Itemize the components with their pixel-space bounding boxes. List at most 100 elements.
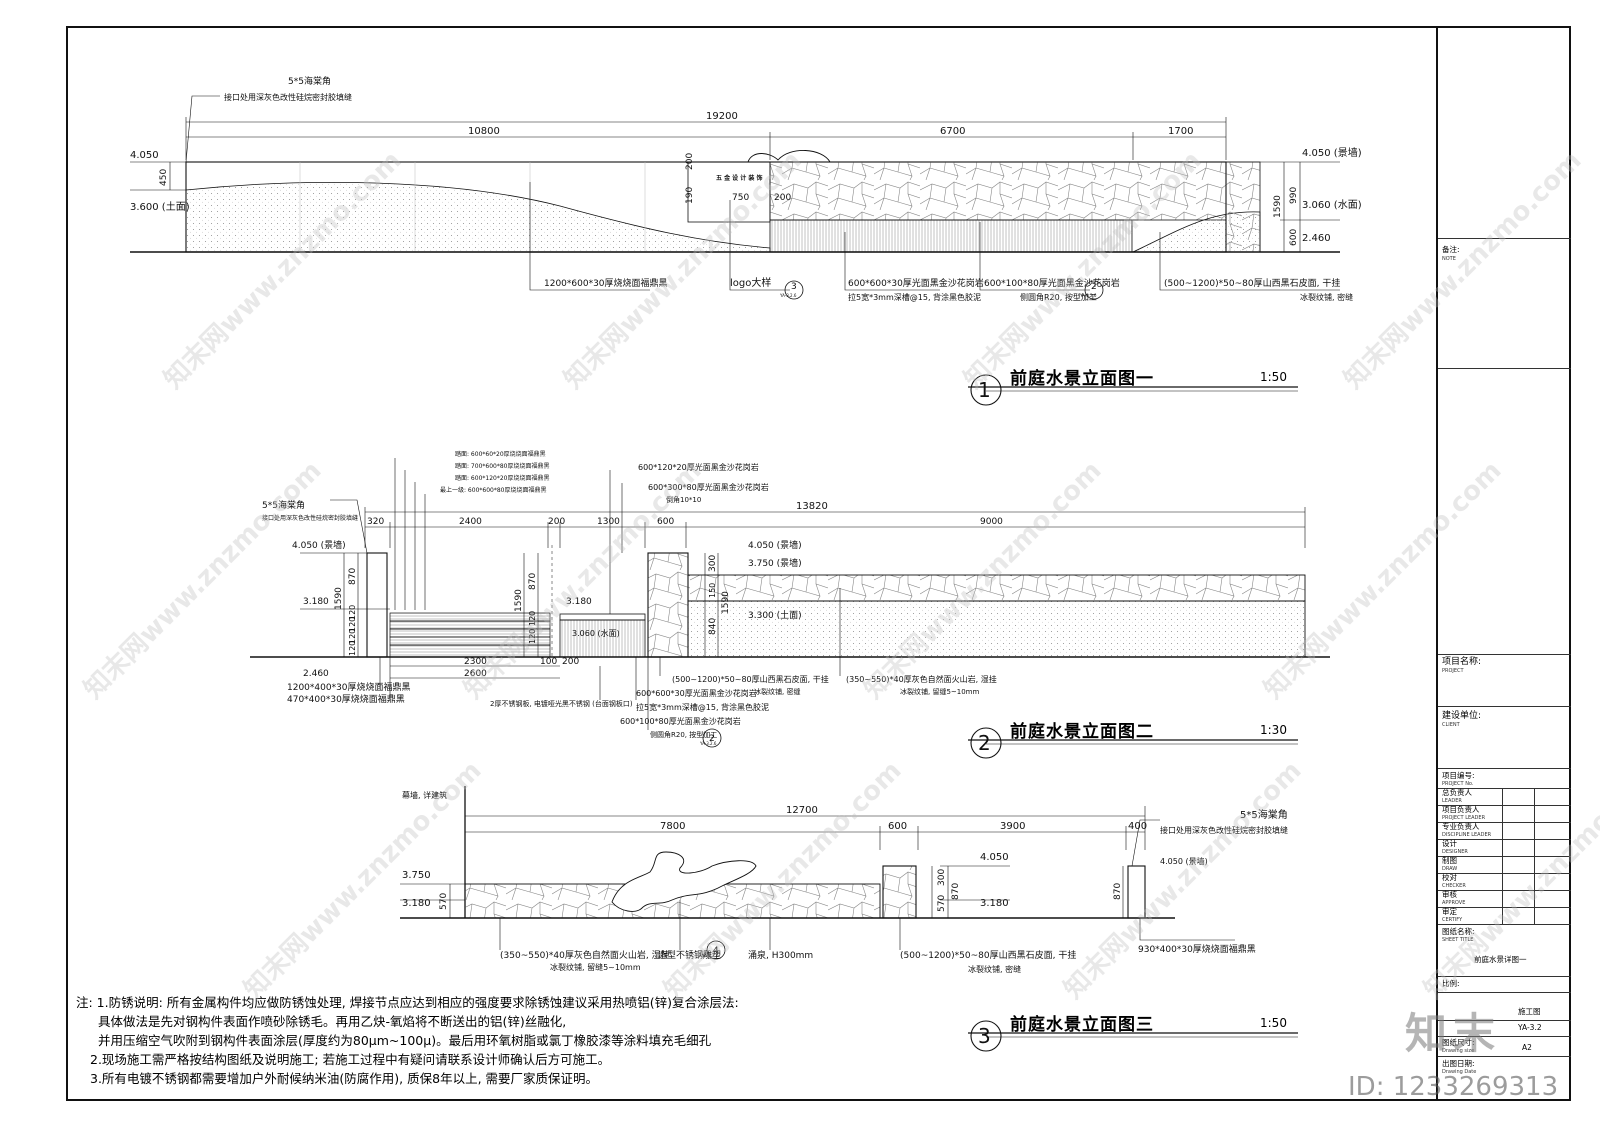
ref-sheet-d: YA-3.2.6 bbox=[701, 953, 719, 958]
tb-row-label: 项目负责人 bbox=[1442, 805, 1480, 814]
ref-3: 3 bbox=[791, 282, 797, 292]
tb-size-en: Drawing size bbox=[1442, 1048, 1475, 1054]
tb-row-en: CERTIFY bbox=[1442, 917, 1463, 923]
dim-19200: 19200 bbox=[706, 111, 738, 122]
tb-size-value: A2 bbox=[1522, 1043, 1532, 1052]
level-4050-wall: 4.050 (景墙) bbox=[1302, 146, 1362, 159]
ref-2b: 2 bbox=[709, 734, 715, 744]
label-ice-crack: 冰裂纹铺, 密缝 bbox=[1300, 292, 1353, 302]
tb-sheet-title-value: 前庭水景详图一 bbox=[1474, 955, 1527, 964]
tb-row-label: 校对 bbox=[1442, 873, 1457, 882]
label-fillet: 侧圆角R20, 按型加工 bbox=[1020, 292, 1097, 302]
level-4050: 4.050 bbox=[130, 150, 159, 161]
drawing-scale-2: 1:30 bbox=[1260, 723, 1287, 737]
label-ice-crack-3: 冰裂纹铺, 密缝 bbox=[968, 964, 1021, 974]
tb-note-label: 备注: bbox=[1442, 245, 1460, 254]
dim-6700: 6700 bbox=[940, 126, 965, 137]
level-2460: 2.460 bbox=[303, 669, 329, 679]
drawing-title-marks bbox=[968, 374, 1298, 1052]
tb-stage-value: 施工图 bbox=[1518, 1007, 1541, 1016]
label-granite-100: 600*100*80厚光面黑金沙花岗岩 bbox=[620, 716, 741, 726]
label-shanxi-black: (500~1200)*50~80厚山西黑石皮面, 干挂 bbox=[1164, 277, 1340, 289]
label-shanxi-black: (500~1200)*50~80厚山西黑石皮面, 干挂 bbox=[900, 949, 1076, 961]
tb-row-label: 总负责人 bbox=[1442, 788, 1472, 797]
title-num-3: 3 bbox=[978, 1024, 991, 1048]
dim-200b: 200 bbox=[562, 657, 579, 667]
label-granite-100: 600*100*80厚光面黑金沙花岗岩 bbox=[984, 277, 1120, 289]
dim-150: 150 bbox=[708, 583, 717, 598]
callout-sealant: 接口处用深灰色改性硅烷密封胶填缝 bbox=[224, 92, 352, 102]
note-line-1: 注: 1.防锈说明: 所有金属构件均应做防锈蚀处理, 焊接节点应达到相应的强度要… bbox=[76, 995, 739, 1010]
level-4050: 4.050 bbox=[980, 852, 1009, 863]
tb-sheet-title-en: SHEET TITLE bbox=[1442, 937, 1474, 943]
tb-projno-label: 项目编号: bbox=[1442, 771, 1475, 780]
id-tag: ID: 1233269313 bbox=[1348, 1072, 1559, 1102]
drawing-title-2: 前庭水景立面图二 bbox=[1010, 722, 1154, 742]
dim-12700: 12700 bbox=[786, 805, 818, 816]
dim-1590-r: 1590 bbox=[721, 591, 731, 614]
dim-13820: 13820 bbox=[796, 501, 828, 512]
dim-1300: 1300 bbox=[597, 517, 620, 527]
stair-label-1: 踏面: 600*60*20厚烧烧面福鼎黑 bbox=[455, 450, 546, 458]
level-4050-wall-r: 4.050 (景墙) bbox=[748, 539, 802, 551]
dim-10800: 10800 bbox=[468, 126, 500, 137]
tb-sheet-no-value: YA-3.2 bbox=[1518, 1023, 1542, 1032]
note-line-2: 具体做法是先对钢构件表面作喷砂除锈毛。再用乙炔-氧焰将不断送出的铝(锌)丝融化, bbox=[98, 1014, 567, 1029]
dim-870-r: 870 bbox=[1113, 883, 1123, 900]
tb-date-label: 出图日期: bbox=[1442, 1059, 1475, 1068]
tb-projno-en: PROJECT No. bbox=[1442, 781, 1474, 787]
dim-2600: 2600 bbox=[464, 669, 487, 679]
drawing-title-3: 前庭水景立面图三 bbox=[1010, 1015, 1154, 1035]
ref-2: 2 bbox=[1091, 282, 1097, 292]
note-line-5: 3.所有电镀不锈钢都需要增加户外耐候纳米油(防腐作用), 质保8年以上, 需要厂… bbox=[90, 1071, 599, 1086]
top-label-3: 倒角10*10 bbox=[666, 495, 701, 504]
tb-sheet-title-label: 图纸名称: bbox=[1442, 927, 1475, 936]
label-granite-600: 600*600*30厚光面黑金沙花岗岩 bbox=[848, 277, 984, 289]
ref-sheet-a: YA-3.2.6 bbox=[779, 293, 797, 298]
dim-600: 600 bbox=[888, 821, 907, 832]
dim-570-m: 570 bbox=[937, 895, 947, 912]
level-4050-wall-l: 4.050 (景墙) bbox=[292, 539, 346, 551]
stair-label-4: 最上一级: 600*600*80厚烧烧面福鼎黑 bbox=[440, 486, 546, 494]
elevation-3 bbox=[400, 786, 1235, 960]
dim-120-a: 120 bbox=[348, 605, 357, 620]
label-fuding-black: 1200*600*30厚烧烧面福鼎黑 bbox=[544, 277, 668, 289]
stair-label-2: 踏面: 700*600*80厚烧烧面福鼎黑 bbox=[455, 462, 549, 470]
callout-haitang-3: 5*5海棠角 bbox=[1240, 808, 1288, 821]
dim-200b: 200 bbox=[774, 193, 791, 203]
level-3180-b: 3.180 bbox=[980, 898, 1009, 909]
label-groove: 拉5宽*3mm深槽@15, 背涂黑色胶泥 bbox=[636, 702, 769, 712]
label-volcanic: (350~550)*40厚灰色自然面火山岩, 湿挂 bbox=[846, 674, 997, 684]
tb-row-label: 审核 bbox=[1442, 890, 1457, 899]
dim-100: 100 bbox=[540, 657, 557, 667]
elevation-1 bbox=[130, 95, 1340, 300]
tb-row-en: LEADER bbox=[1442, 798, 1462, 804]
dim-1590-l: 1590 bbox=[334, 587, 344, 610]
stair-label-3: 踏面: 600*120*20厚烧烧面福鼎黑 bbox=[455, 474, 549, 482]
title-block: 备注: NOTE 项目名称: PROJECT 建设单位: CLIENT 项目编号… bbox=[1436, 26, 1571, 1101]
note-line-4: 2.现场施工需严格按结构图纸及说明施工; 若施工过程中有疑问请联系设计师确认后方… bbox=[90, 1052, 611, 1067]
dim-1590-m: 1590 bbox=[514, 589, 524, 612]
dim-870-l: 870 bbox=[348, 568, 358, 585]
dim-120-d: 120 bbox=[348, 641, 357, 656]
dim-450: 450 bbox=[159, 169, 169, 186]
tb-note-en: NOTE bbox=[1442, 256, 1456, 262]
tb-row-en: PROJECT LEADER bbox=[1442, 815, 1486, 821]
label-volcanic: (350~550)*40厚灰色自然面火山岩, 湿挂 bbox=[500, 949, 670, 961]
dim-120-m1: 120 bbox=[528, 611, 537, 626]
tb-row-en: DISCIPLINE LEADER bbox=[1442, 832, 1492, 838]
drawing-title-numbers: 1 2 3 bbox=[978, 378, 991, 1048]
title-num-2: 2 bbox=[978, 731, 991, 755]
dim-7800: 7800 bbox=[660, 821, 685, 832]
label-fillet: 侧圆角R20, 按型加工 bbox=[650, 730, 717, 739]
dim-600: 600 bbox=[657, 517, 674, 527]
note-line-3: 并用压缩空气吹附到钢构件表面涂层(厚度约为80μm~100μ)。最后用环氧树脂或… bbox=[98, 1033, 712, 1048]
dim-1700: 1700 bbox=[1168, 126, 1193, 137]
label-ice-crack-2: 冰裂纹铺, 密缝 bbox=[754, 687, 800, 696]
dim-120-b: 120 bbox=[348, 617, 357, 632]
elevation-1-text: 19200 10800 6700 1700 200 190 750 200 45… bbox=[130, 75, 1362, 302]
dim-3900: 3900 bbox=[1000, 821, 1025, 832]
dim-990: 990 bbox=[1289, 187, 1299, 204]
